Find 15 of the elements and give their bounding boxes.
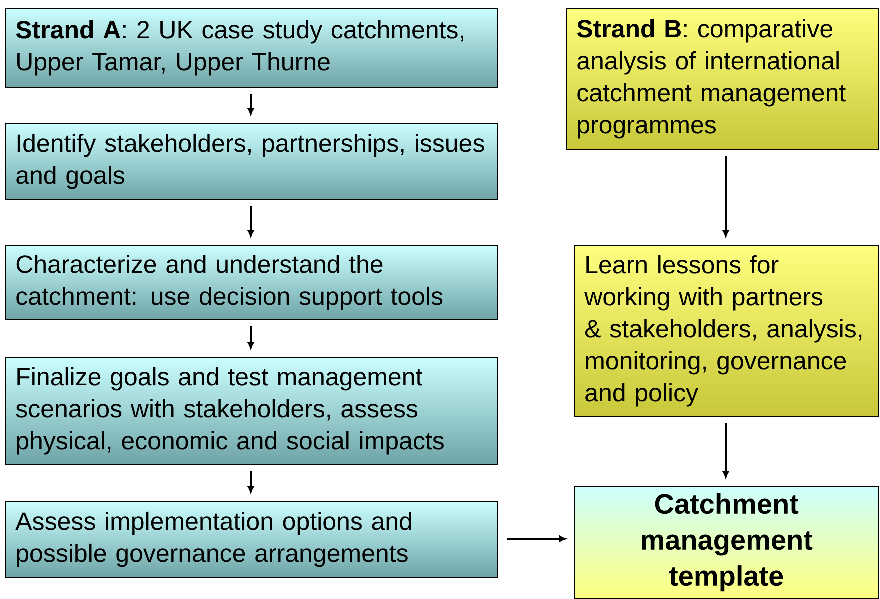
process-box: Identify stakeholders, partnerships, issues and goals [5,123,498,200]
arrow [722,156,730,237]
arrow [248,206,254,237]
arrow [248,471,254,493]
result-box: Catchment management template [574,486,880,599]
process-box: Assess implementation options and possible governance arrangements [5,501,498,578]
arrow [248,94,254,115]
arrow [507,536,566,542]
process-box: Finalize goals and test management scenarios with stakeholders, assess physical, economic and social impacts [5,357,498,466]
process-box: Learn lessons for working with partners & stakeholders, analysis, monitoring, governance and policy [574,245,880,418]
process-box: Characterize and understand the catchment: use decision support tools [5,245,498,320]
arrow [248,326,254,349]
process-box: Strand B: comparative analysis of international catchment management programmes [566,8,880,150]
arrow [722,423,730,478]
process-box: Strand A: 2 UK case study catchments, Upper Tamar, Upper Thurne [5,8,498,88]
